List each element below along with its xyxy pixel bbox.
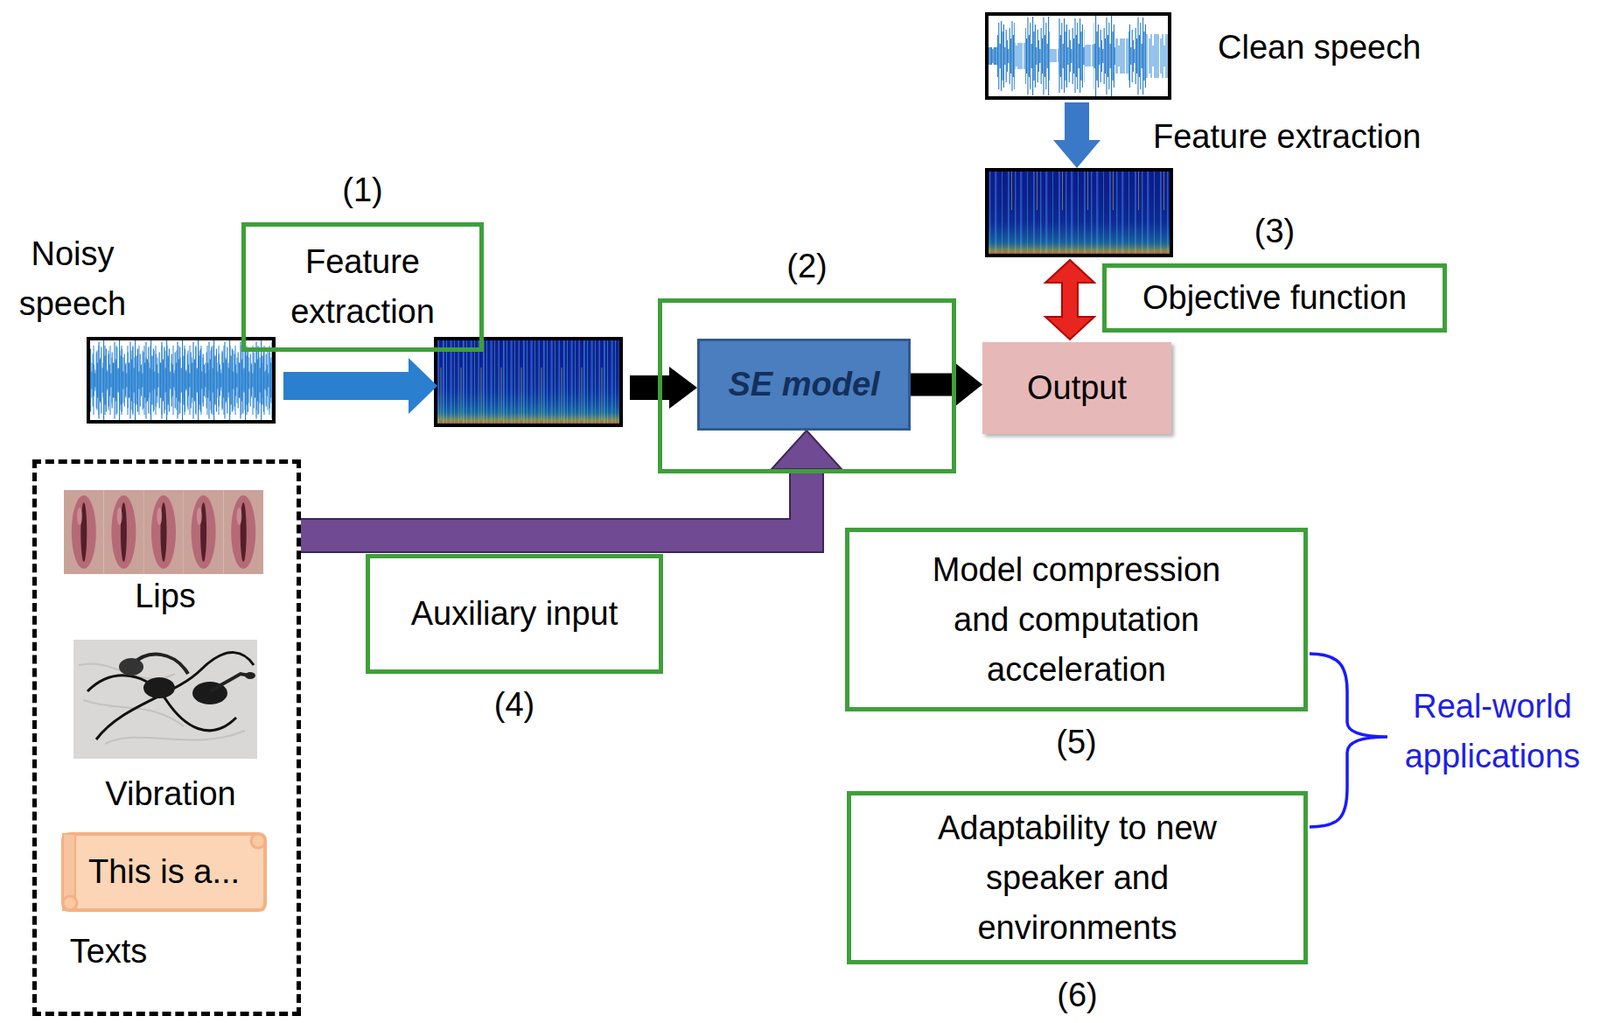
arrow-outline (300, 468, 807, 536)
scroll-curl (62, 895, 77, 910)
clean-waveform (986, 13, 1170, 98)
caption-label: Noisy speech (6, 229, 139, 329)
node-text: SE model (727, 359, 880, 410)
node-text: Feature extraction (258, 237, 468, 337)
callout-number: (3) (1254, 213, 1295, 251)
node-text: Auxiliary input (411, 588, 619, 639)
process-box: (3)Objective function (1102, 263, 1447, 333)
process-box: Adaptability to new speaker and environm… (846, 790, 1308, 965)
text-scroll: This is a... (57, 828, 271, 916)
flow-arrow (910, 361, 983, 409)
lips-image (63, 489, 264, 574)
callout-number: (2) (786, 248, 827, 286)
scroll-body (62, 833, 266, 910)
callout-number: (6) (1056, 977, 1097, 1014)
arrow-shaft (910, 373, 953, 397)
brace (1309, 653, 1388, 827)
headset-image (73, 639, 258, 759)
process-box: (1)Feature extraction (241, 222, 484, 352)
node-text: Adaptability to new speaker and environm… (920, 803, 1236, 953)
arrow-shaft (300, 468, 807, 536)
output-box: Output (982, 342, 1172, 434)
arrow-head (952, 361, 983, 409)
input-group: LipsVibrationTexts This is a... (32, 459, 301, 1016)
process-box: Model compression and computation accele… (845, 527, 1308, 712)
node-text: Output (1027, 363, 1127, 413)
clean-spectrogram (986, 169, 1172, 256)
caption-label: Clean speech (1217, 29, 1421, 67)
callout-number: (4) (494, 686, 535, 724)
scroll-curl (251, 833, 266, 848)
node-text: Objective function (1142, 272, 1407, 323)
item-caption: Vibration (104, 775, 236, 813)
input-arrow (629, 366, 698, 409)
model-box: SE model (697, 338, 911, 431)
feature-arrow (283, 357, 438, 414)
callout-number: (1) (342, 172, 383, 210)
node-text: Model compression and computation accele… (919, 544, 1235, 695)
highlight-box: (2)SE model (657, 298, 957, 474)
node-text: This is a... (88, 846, 240, 897)
item-caption: Texts (69, 933, 148, 971)
process-box: Auxiliary input(4) (365, 553, 664, 674)
auxiliary-arrow (300, 430, 842, 536)
caption-label: Real-world applications (1390, 681, 1594, 782)
arrow-head (771, 430, 842, 469)
feature-arrow (1053, 102, 1101, 168)
item-caption: Lips (134, 578, 196, 615)
callout-number: (5) (1055, 724, 1097, 762)
compare-arrow (1045, 259, 1095, 340)
caption-label: Feature extraction (1152, 118, 1421, 156)
